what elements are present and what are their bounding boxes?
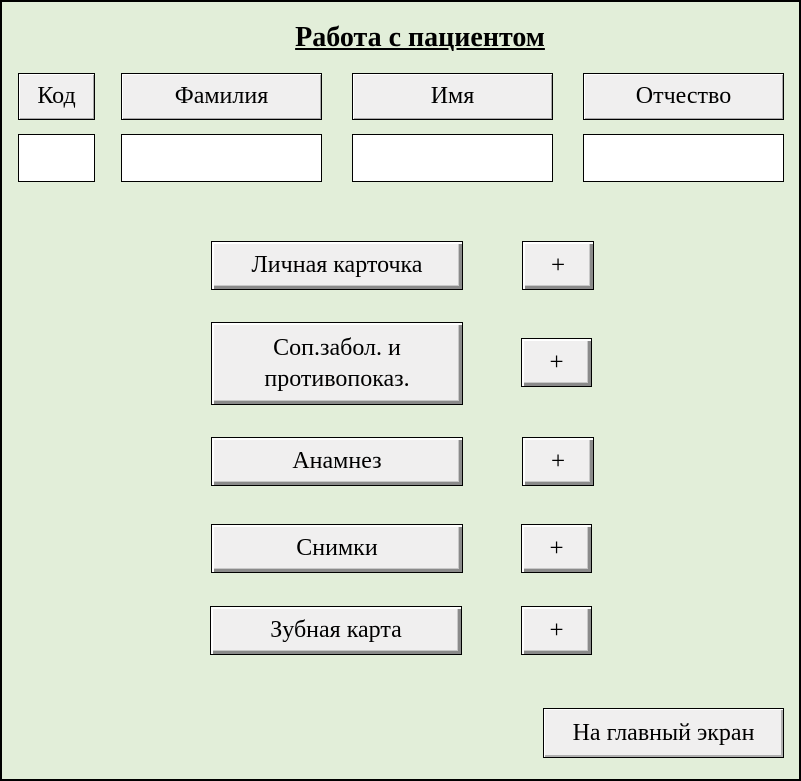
code-label: Код	[18, 73, 95, 120]
comorbidities-button-label: Соп.забол. и противопоказ.	[264, 334, 410, 392]
comorbidities-button[interactable]: Соп.забол. и противопоказ.	[211, 322, 463, 405]
plus-icon: +	[549, 617, 564, 644]
add-xrays-button[interactable]: +	[521, 524, 592, 573]
plus-icon: +	[549, 535, 564, 562]
add-personal-card-button[interactable]: +	[522, 241, 594, 290]
name-input[interactable]	[352, 134, 553, 182]
anamnesis-button[interactable]: Анамнез	[211, 437, 463, 486]
anamnesis-button-label: Анамнез	[292, 448, 382, 474]
dental-chart-button-label: Зубная карта	[270, 617, 402, 643]
personal-card-button[interactable]: Личная карточка	[211, 241, 463, 290]
xrays-button[interactable]: Снимки	[211, 524, 463, 573]
page-title: Работа с пациентом	[295, 22, 545, 53]
patronymic-label: Отчество	[583, 73, 784, 120]
plus-icon: +	[550, 252, 566, 279]
dental-chart-button[interactable]: Зубная карта	[210, 606, 462, 655]
patronymic-input[interactable]	[583, 134, 784, 182]
home-button[interactable]: На главный экран	[543, 708, 784, 758]
add-comorbidities-button[interactable]: +	[521, 338, 592, 387]
name-label: Имя	[352, 73, 553, 120]
plus-icon: +	[550, 448, 566, 475]
xrays-button-label: Снимки	[296, 535, 378, 561]
code-input[interactable]	[18, 134, 95, 182]
surname-label: Фамилия	[121, 73, 322, 120]
plus-icon: +	[549, 349, 564, 376]
personal-card-button-label: Личная карточка	[251, 252, 423, 278]
add-dental-chart-button[interactable]: +	[521, 606, 592, 655]
add-anamnesis-button[interactable]: +	[522, 437, 594, 486]
home-button-label: На главный экран	[572, 719, 755, 746]
surname-input[interactable]	[121, 134, 322, 182]
